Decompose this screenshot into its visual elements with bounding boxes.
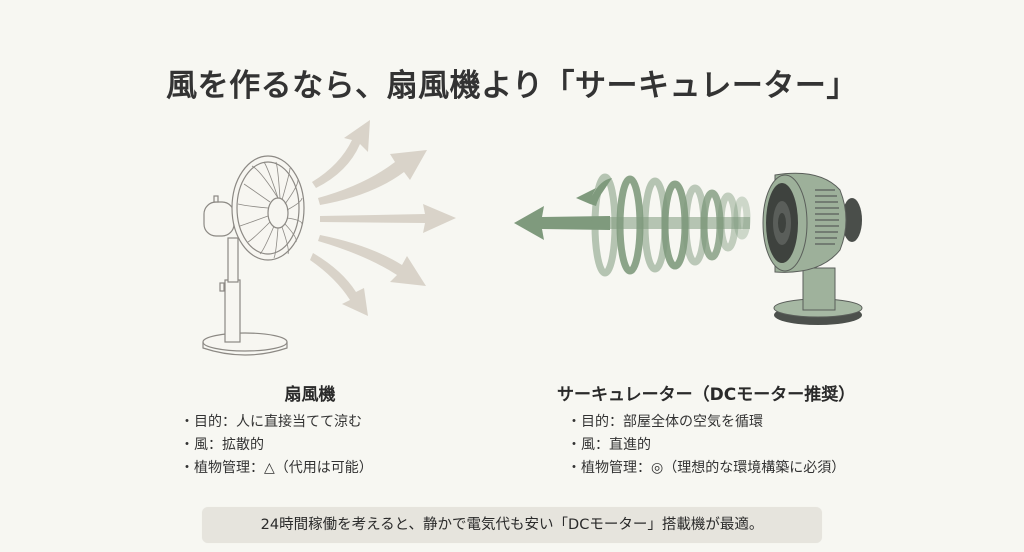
bullet-text: 目的：人に直接当てて涼む	[194, 414, 362, 430]
bullet-dot: ・	[567, 437, 581, 453]
fan-bullet-plant-care: ・植物管理：△（代用は可能）	[180, 457, 460, 480]
page-title: 風を作るなら、扇風機より「サーキュレーター」	[166, 68, 858, 104]
bullet-text: 風：拡散的	[194, 437, 264, 453]
circulator-bullet-plant-care: ・植物管理：◎（理想的な環境構築に必須）	[567, 457, 915, 480]
bullet-dot: ・	[567, 414, 581, 430]
recommendation-note: 24時間稼働を考えると、静かで電気代も安い「DCモーター」搭載機が最適。	[202, 507, 822, 543]
circulator-illustration	[500, 150, 880, 340]
bullet-text: 風：直進的	[581, 437, 651, 453]
bullet-dot: ・	[180, 437, 194, 453]
dispersing-arrows-icon	[310, 120, 456, 316]
fan-bullet-purpose: ・目的：人に直接当てて涼む	[180, 411, 460, 434]
bullet-dot: ・	[567, 460, 581, 476]
spiral-airflow-icon	[591, 173, 751, 277]
circulator-body-icon	[762, 172, 863, 325]
curl-arrow-icon	[576, 178, 612, 206]
fan-bullet-wind: ・風：拡散的	[180, 434, 460, 457]
fan-comparison-column: 扇風機 ・目的：人に直接当てて涼む ・風：拡散的 ・植物管理：△（代用は可能）	[180, 380, 460, 480]
electric-fan-illustration	[190, 110, 470, 370]
straight-airflow-arrow-icon	[514, 206, 750, 240]
fan-guard-icon	[231, 155, 305, 261]
circulator-heading: サーキュレーター（DCモーター推奨）	[557, 385, 856, 405]
bullet-dot: ・	[180, 414, 194, 430]
circulator-bullet-wind: ・風：直進的	[567, 434, 915, 457]
circulator-comparison-column: サーキュレーター（DCモーター推奨） ・目的：部屋全体の空気を循環 ・風：直進的…	[555, 380, 915, 480]
bullet-text: 植物管理：◎（理想的な環境構築に必須）	[581, 460, 846, 476]
fan-stand-icon	[202, 237, 288, 356]
circulator-bullet-purpose: ・目的：部屋全体の空気を循環	[567, 411, 915, 434]
fan-bullet-list: ・目的：人に直接当てて涼む ・風：拡散的 ・植物管理：△（代用は可能）	[180, 411, 460, 480]
bullet-dot: ・	[180, 460, 194, 476]
fan-heading: 扇風機	[284, 385, 336, 405]
circulator-bullet-list: ・目的：部屋全体の空気を循環 ・風：直進的 ・植物管理：◎（理想的な環境構築に必…	[555, 411, 915, 480]
bullet-text: 目的：部屋全体の空気を循環	[581, 414, 763, 430]
bullet-text: 植物管理：△（代用は可能）	[194, 460, 373, 476]
